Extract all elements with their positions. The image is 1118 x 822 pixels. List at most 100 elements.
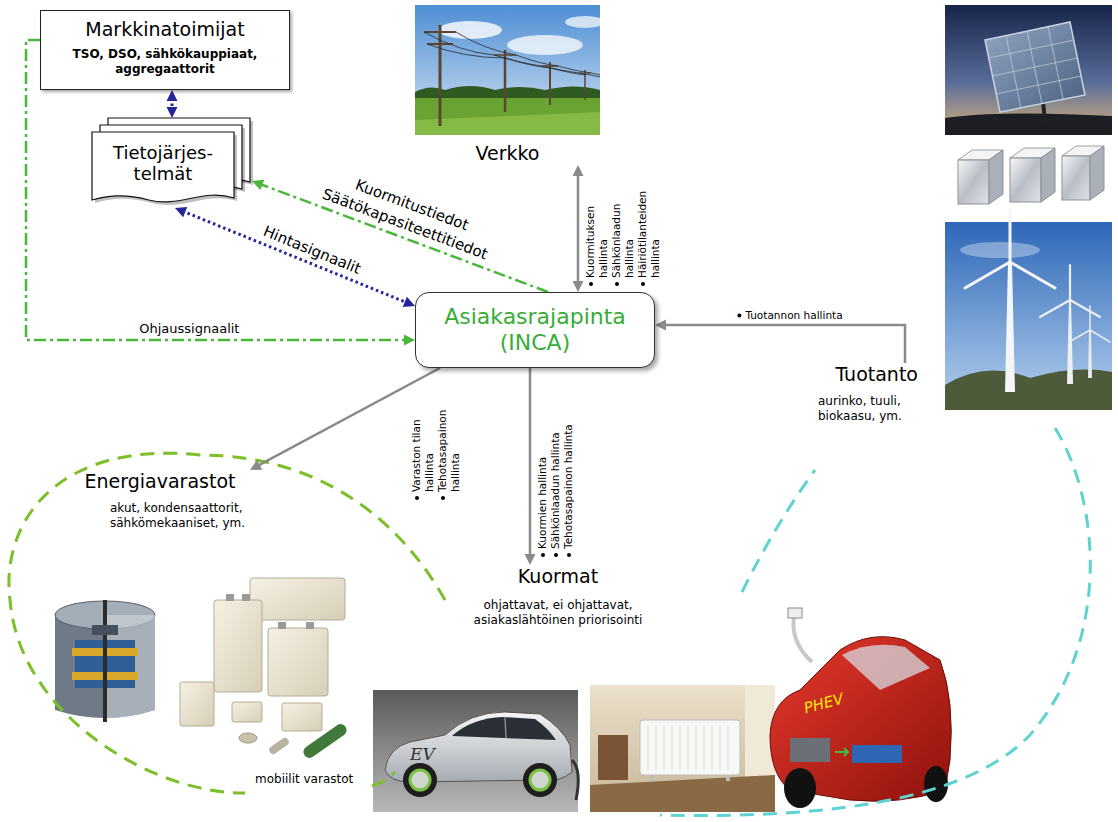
grid-photo-part [504,50,507,112]
flywheel-picture [55,600,155,722]
wind-photo [945,210,1112,410]
wind-photo-part [945,222,1112,410]
wind-photo-part [1088,330,1092,378]
task-item: Kuormituksen hallinta [584,176,610,286]
task-list: Kuormien hallintaSähkönlaadun hallintaTe… [536,377,575,557]
grid-photo-part [415,86,600,100]
inverter-photo [958,146,1104,204]
battery-picture-part [282,703,322,731]
battery-picture-part [301,722,349,761]
phev-picture [770,608,951,808]
connector [525,368,536,565]
bullet-dot [737,314,741,318]
grouping-curve-part [660,428,1090,815]
solar-photo-part [985,22,1085,112]
grouping-curve-part [9,453,445,793]
connector-line [182,211,407,303]
wind-photo-part [1040,300,1070,317]
phev-picture-part [793,612,812,662]
ev-photo-part [530,770,550,790]
task-item: Tehotasapainon hallinta [562,377,575,557]
phev-picture-part [842,645,930,690]
grid-photo-part [424,25,591,126]
group-caption: mobiilit varastot [255,772,353,787]
edge-label: Tuotannon hallinta [737,309,842,322]
ev-photo-part [572,760,578,800]
ev-photo-part [410,770,430,790]
node-title: Verkko [415,142,600,165]
heater-photo-part [598,735,628,780]
arrow-head [167,90,178,101]
heater-photo-part [726,775,730,781]
battery-picture-part [250,578,345,620]
task-item: Sähkönlaadun hallinta [549,377,562,557]
node-body: aurinko, tuuli, biokaasu, ym. [818,394,918,424]
node-body: akut, kondensaattorit, sähkömekaaniset, … [110,501,280,531]
task-item: Kuormien hallinta [536,377,549,557]
heater-photo-part [650,775,654,781]
ev-photo [373,690,578,812]
bullet-dot [615,282,619,286]
heater-photo-part [640,720,740,775]
grid-photo [415,5,605,135]
node-body: TSO, DSO, sähkökauppiaat, aggregaattorit [51,47,279,77]
solar-photo-part [945,113,1112,135]
arrow-head [404,335,415,346]
wind-photo-part [1069,330,1090,342]
task-text: Sähkönlaadun hallinta [610,176,636,278]
task-item: Tehotasapainon hallinta [436,390,462,500]
arrow-head [175,207,187,217]
wind-photo-part [1040,265,1100,317]
task-text: Tehotasapainon hallinta [436,390,462,492]
wind-photo-part [1009,210,1012,262]
text-area: Tietojärjes- telmät [92,132,234,194]
heater-photo-part [590,685,775,812]
heater-photo-part [656,726,657,770]
flywheel-picture-part [103,600,107,722]
wind-photo-part [965,262,1010,288]
connector [573,165,584,292]
wind-photo-part [1010,262,1055,288]
wind-photo-part [1070,300,1100,317]
arrow-head [250,460,262,470]
solar-photo [945,5,1112,135]
bullet-dot [441,496,445,500]
grid-photo-part [427,44,585,75]
wind-photo-part [965,210,1055,288]
solar-photo-part [945,5,1112,135]
grid-photo-part [565,16,605,28]
storage-node: Energiavarastotakut, kondensaattorit, sä… [40,470,280,531]
phev-picture-part [835,748,848,756]
vehicle-marking: EV [410,744,435,764]
node-title: Kuormat [448,565,668,588]
grid-photo-part [456,32,600,75]
heater-photo-part [696,726,697,770]
ev-photo-part [373,690,578,812]
grid-photo-part [415,98,600,135]
heater-photo-part [590,775,775,812]
bullet-dot [567,553,571,557]
grid-photo-part [424,32,600,77]
page-sheet [92,132,234,202]
connector-line [529,368,532,557]
battery-picture-part [232,702,262,722]
solar-photo-part [989,27,1081,108]
wind-photo-part [945,370,1112,410]
solar-photo-part [996,76,1081,94]
battery-picture-part [268,736,291,755]
grid-photo-part [507,35,583,55]
heater-photo-part [648,726,728,770]
heater-photo-part [648,726,649,770]
phev-picture-part [790,738,830,762]
battery-picture-part [239,733,257,743]
battery-picture-part [226,594,234,601]
task-text: Sähkönlaadun hallinta [549,432,562,549]
grid-photo-part [438,21,502,39]
phev-picture-part [784,768,816,808]
task-text: Tehotasapainon hallinta [562,424,575,549]
connector [655,320,905,364]
heater-photo-part [680,726,681,770]
node-title: Tuotanto [788,363,918,386]
wind-photo-part [1069,265,1071,300]
